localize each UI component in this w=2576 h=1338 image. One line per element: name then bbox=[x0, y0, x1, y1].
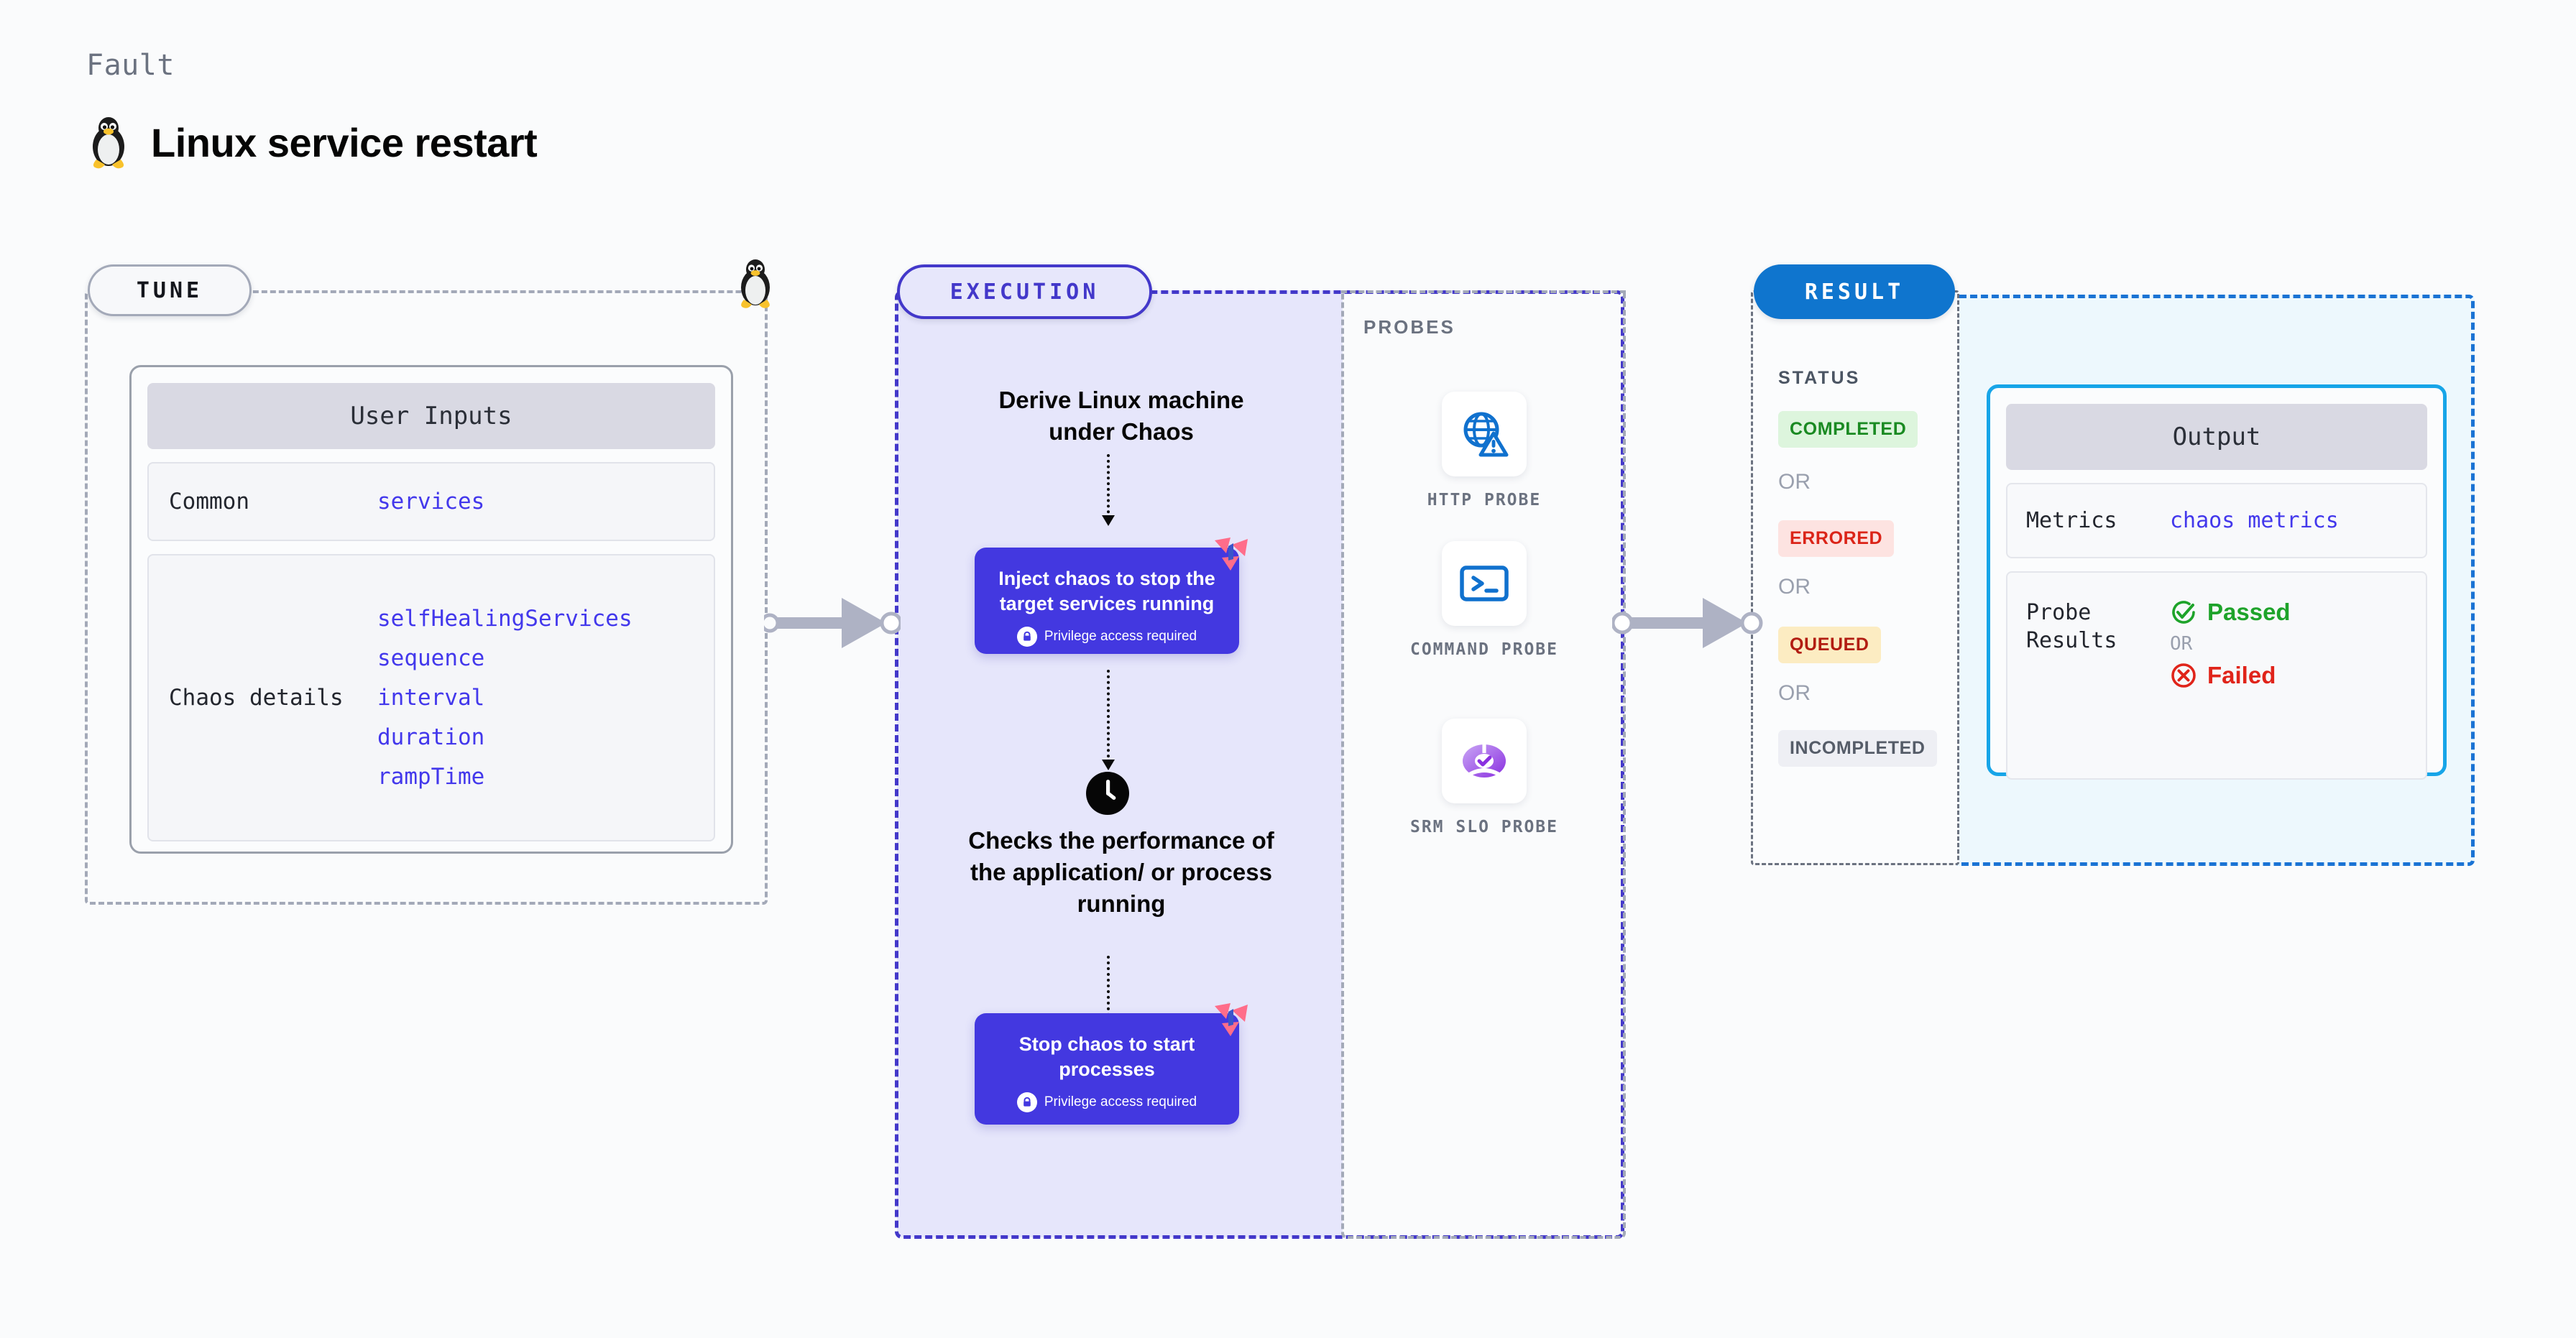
stage-pill-result[interactable]: RESULT bbox=[1754, 264, 1955, 319]
probes-top-divider bbox=[1341, 290, 1626, 293]
status-or-label: OR bbox=[1778, 681, 1811, 705]
execution-step-derive: Derive Linux machine under Chaos bbox=[927, 384, 1315, 447]
tux-penguin-icon bbox=[93, 117, 124, 169]
probe-result-or-label: OR bbox=[2170, 633, 2193, 655]
output-metrics-value[interactable]: chaos metrics bbox=[2170, 508, 2339, 533]
status-or-label: OR bbox=[1778, 575, 1811, 599]
input-value[interactable]: rampTime bbox=[377, 764, 485, 790]
probe-tile bbox=[1442, 392, 1527, 476]
privilege-note: Privilege access required bbox=[988, 1092, 1226, 1113]
x-circle-icon bbox=[2171, 663, 2196, 688]
probe-tile bbox=[1442, 719, 1527, 803]
input-row-label: Common bbox=[169, 489, 249, 515]
status-title: STATUS bbox=[1778, 368, 1861, 388]
chaos-step-label: Stop chaos to start processes bbox=[1018, 1033, 1195, 1081]
input-value[interactable]: services bbox=[377, 489, 485, 515]
output-title: Output bbox=[2006, 404, 2427, 470]
harness-logo-icon bbox=[1215, 1003, 1248, 1036]
output-row-metrics: Metrics chaos metrics bbox=[2006, 483, 2427, 558]
flow-arrow-2 bbox=[1102, 670, 1115, 770]
input-value[interactable]: duration bbox=[377, 724, 485, 750]
probe-result-failed: Failed bbox=[2170, 662, 2291, 689]
probe-label: SRM SLO PROBE bbox=[1409, 818, 1558, 836]
connector-tune-to-execution bbox=[764, 598, 901, 648]
input-row-chaos-details: Chaos details selfHealingServices sequen… bbox=[147, 554, 715, 841]
tune-boundary bbox=[85, 290, 768, 905]
privilege-text: Privilege access required bbox=[1044, 629, 1197, 645]
terminal-prompt-icon bbox=[1460, 566, 1509, 601]
input-value[interactable]: interval bbox=[377, 685, 485, 711]
slo-donut-check-icon bbox=[1463, 743, 1506, 779]
output-row-probe-results: Probe Results Passed OR Faile bbox=[2006, 571, 2427, 780]
page-title-row: Linux service restart bbox=[86, 115, 538, 170]
execution-step-inject-chaos[interactable]: Inject chaos to stop the target services… bbox=[975, 537, 1248, 654]
execution-boundary bbox=[895, 290, 1624, 1239]
page-kicker: Fault bbox=[86, 49, 175, 82]
input-value[interactable]: sequence bbox=[377, 645, 485, 671]
check-circle-icon bbox=[2172, 601, 2195, 624]
stage-pill-tune[interactable]: TUNE bbox=[88, 264, 252, 316]
globe-warning-icon bbox=[1463, 412, 1509, 457]
chaos-step-label: Inject chaos to stop the target services… bbox=[998, 568, 1215, 615]
tux-penguin-icon bbox=[741, 259, 770, 308]
output-row-label: Metrics bbox=[2026, 508, 2117, 533]
execution-step-checks: Checks the performance of the applicatio… bbox=[968, 827, 1274, 917]
probe-label: HTTP PROBE bbox=[1427, 491, 1542, 509]
privilege-note: Privilege access required bbox=[988, 627, 1226, 647]
flow-arrow-1 bbox=[1102, 454, 1115, 526]
stage-pill-execution[interactable]: EXECUTION bbox=[897, 264, 1152, 319]
harness-logo-icon bbox=[1215, 537, 1248, 571]
probe-label: COMMAND PROBE bbox=[1409, 640, 1558, 659]
page-title: Linux service restart bbox=[151, 119, 538, 165]
lock-icon bbox=[1016, 1092, 1037, 1113]
derive-line-1: Derive Linux machine bbox=[998, 387, 1244, 413]
status-or-label: OR bbox=[1778, 470, 1811, 494]
result-status-boundary bbox=[1751, 290, 1959, 865]
probe-result-passed: Passed bbox=[2170, 599, 2291, 626]
status-badge-queued: QUEUED bbox=[1778, 627, 1881, 663]
privilege-text: Privilege access required bbox=[1044, 1094, 1197, 1110]
user-inputs-title: User Inputs bbox=[147, 383, 715, 449]
user-inputs-card: User Inputs Common services Chaos detail… bbox=[129, 365, 733, 854]
input-row-label: Chaos details bbox=[169, 685, 344, 711]
probes-title: PROBES bbox=[1363, 316, 1455, 338]
lock-icon bbox=[1016, 627, 1037, 647]
probe-item-srm-slo[interactable]: SRM SLO PROBE bbox=[1394, 719, 1574, 839]
probe-tile bbox=[1442, 541, 1527, 626]
input-value[interactable]: selfHealingServices bbox=[377, 606, 632, 632]
output-card: Output Metrics chaos metrics Probe Resul… bbox=[1987, 384, 2447, 780]
status-badge-incompleted: INCOMPLETED bbox=[1778, 730, 1937, 767]
status-badge-errored: ERRORED bbox=[1778, 520, 1895, 557]
input-row-common: Common services bbox=[147, 462, 715, 541]
probe-item-command[interactable]: COMMAND PROBE bbox=[1394, 541, 1574, 661]
input-row-values: selfHealingServices sequence interval du… bbox=[377, 606, 632, 790]
passed-label: Passed bbox=[2207, 599, 2291, 625]
status-badge-completed: COMPLETED bbox=[1778, 411, 1918, 448]
probe-item-http[interactable]: HTTP PROBE bbox=[1394, 392, 1574, 512]
input-row-values: services bbox=[377, 489, 484, 515]
derive-line-2: under Chaos bbox=[1049, 417, 1194, 445]
output-row-label: Probe Results bbox=[2026, 600, 2117, 653]
probes-boundary bbox=[1341, 290, 1626, 1239]
clock-icon bbox=[1086, 772, 1129, 815]
failed-label: Failed bbox=[2207, 662, 2276, 688]
connector-execution-to-result bbox=[1612, 598, 1763, 648]
probe-results-values: Passed OR Failed bbox=[2170, 599, 2291, 689]
execution-step-stop-chaos[interactable]: Stop chaos to start processes Privilege … bbox=[975, 1003, 1248, 1125]
